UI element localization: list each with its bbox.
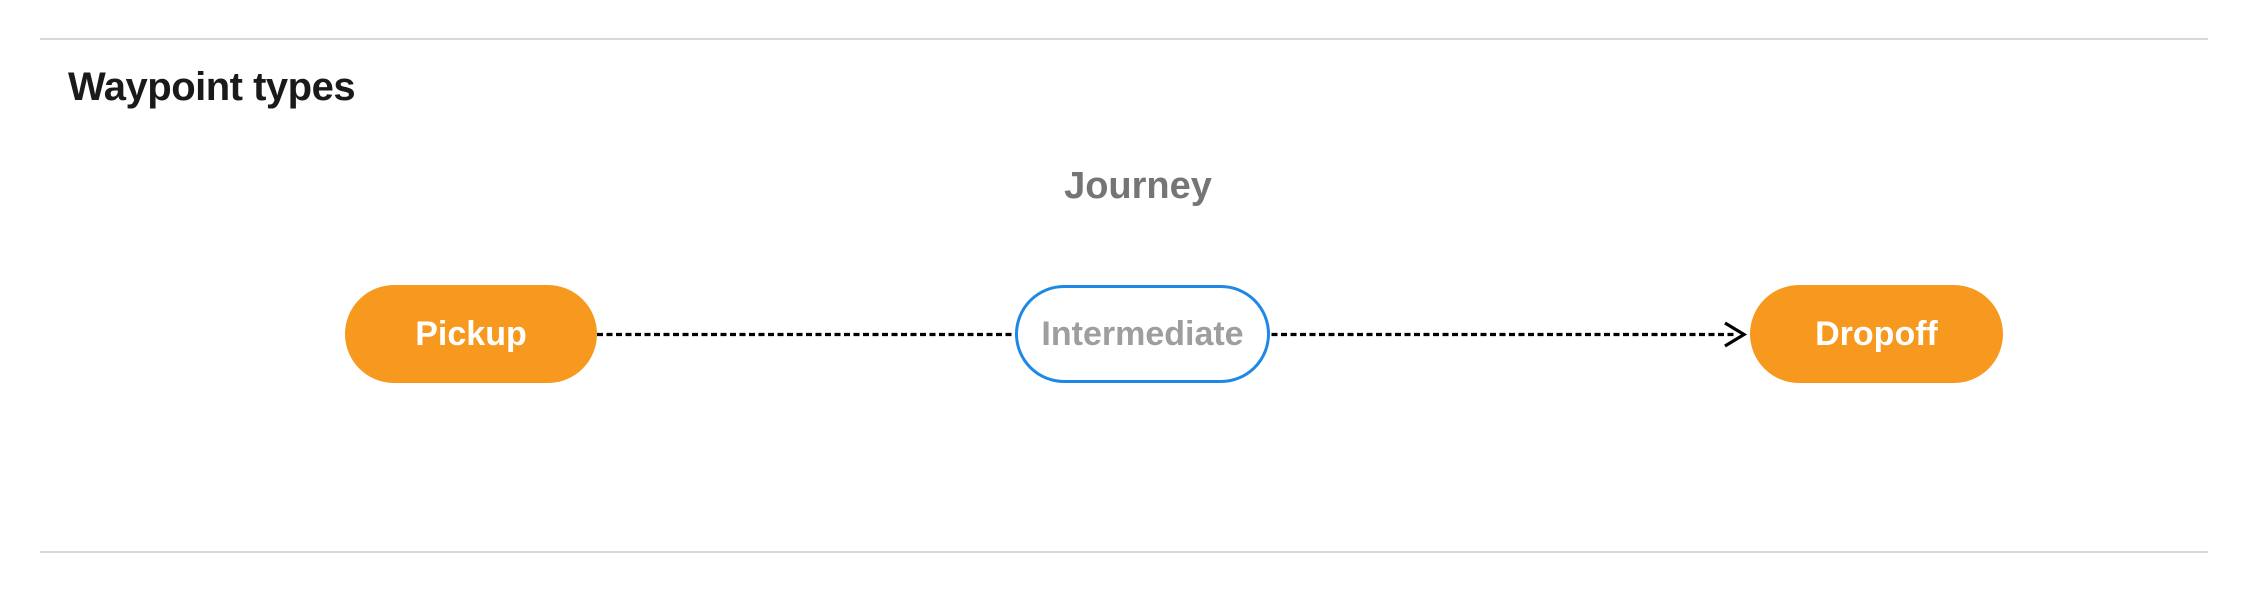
- node-pickup-label: Pickup: [415, 314, 527, 353]
- top-divider: [40, 38, 2208, 40]
- node-intermediate-label: Intermediate: [1041, 314, 1244, 353]
- node-pickup: Pickup: [345, 285, 597, 383]
- node-dropoff-label: Dropoff: [1815, 314, 1938, 353]
- arrowhead-icon: [1724, 321, 1748, 348]
- journey-dashed-arrow: [597, 321, 1748, 348]
- node-intermediate: Intermediate: [1015, 285, 1270, 383]
- bottom-divider: [40, 551, 2208, 553]
- journey-label: Journey: [1064, 165, 1212, 207]
- page-title: Waypoint types: [68, 65, 356, 109]
- node-dropoff: Dropoff: [1750, 285, 2003, 383]
